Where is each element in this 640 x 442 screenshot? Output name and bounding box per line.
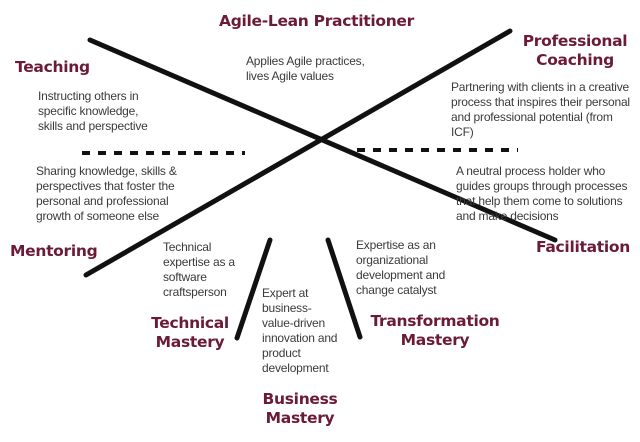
transformation-divider-line bbox=[325, 237, 363, 340]
technical-divider-line bbox=[234, 237, 273, 341]
technical-mastery-desc: Technical expertise as a software crafts… bbox=[163, 240, 235, 299]
transformation-title-line1: Transformation bbox=[370, 312, 500, 330]
mentoring-title: Mentoring bbox=[10, 242, 98, 260]
transformation-title-line2: Mastery bbox=[400, 331, 470, 349]
technical-title-line2: Mastery bbox=[155, 333, 225, 351]
coaching-title-line2: Coaching bbox=[536, 51, 614, 69]
coaching-title-line1: Professional bbox=[522, 32, 628, 50]
business-mastery-title: Business Mastery bbox=[250, 390, 350, 428]
transformation-mastery-title: Transformation Mastery bbox=[370, 312, 500, 350]
professional-coaching-desc: Partnering with clients in a creative pr… bbox=[451, 80, 630, 139]
agile-lean-practitioner-desc: Applies Agile practices, lives Agile val… bbox=[246, 54, 365, 83]
transformation-mastery-desc: Expertise as an organizational developme… bbox=[356, 238, 446, 297]
mentoring-desc: Sharing knowledge, skills & perspectives… bbox=[36, 164, 177, 223]
business-title-line1: Business bbox=[262, 390, 338, 408]
business-mastery-desc: Expert at business-value-driven innovati… bbox=[262, 286, 338, 375]
teaching-title: Teaching bbox=[15, 58, 90, 76]
facilitation-title: Facilitation bbox=[536, 238, 630, 256]
business-title-line2: Mastery bbox=[265, 409, 335, 427]
facilitation-desc: A neutral process holder who guides grou… bbox=[456, 164, 628, 223]
technical-title-line1: Technical bbox=[151, 314, 229, 332]
professional-coaching-title: Professional Coaching bbox=[520, 32, 630, 70]
diagonal-line-up bbox=[83, 28, 513, 278]
technical-mastery-title: Technical Mastery bbox=[140, 314, 240, 352]
agile-lean-practitioner-title: Agile-Lean Practitioner bbox=[219, 12, 414, 30]
teaching-desc: Instructing others in specific knowledge… bbox=[38, 89, 148, 133]
